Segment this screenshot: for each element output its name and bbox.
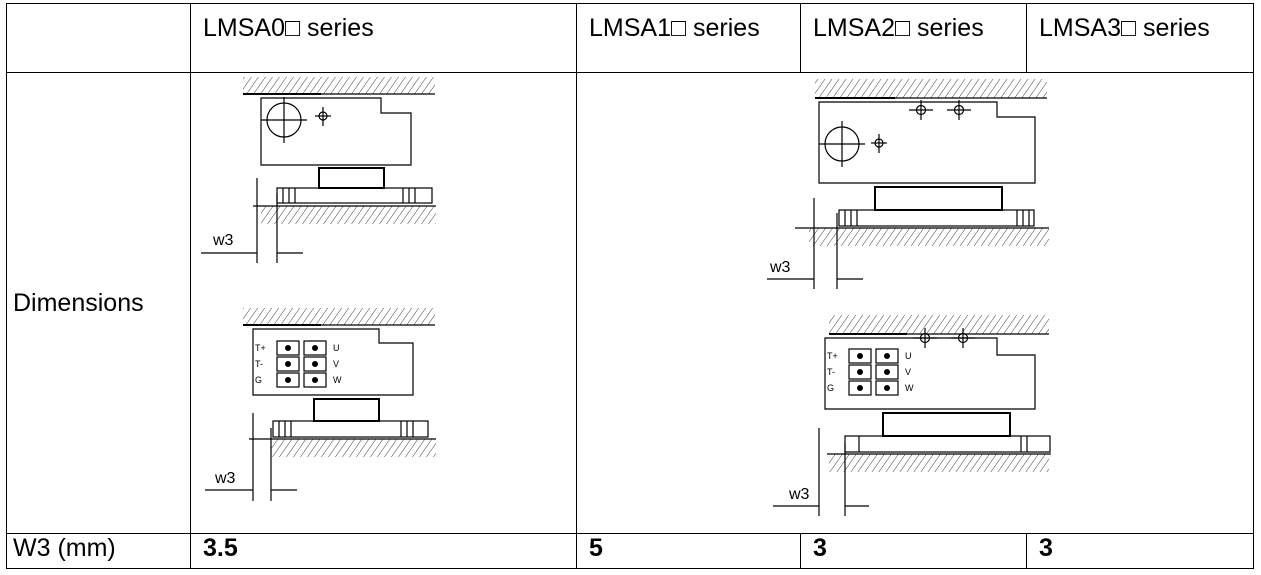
w3-value-lmsa0: 3.5 xyxy=(190,533,577,569)
w3-value-lmsa2: 3 xyxy=(800,533,1027,569)
header-lmsa2: LMSA2□ series xyxy=(800,3,1027,73)
header-lmsa0: LMSA0□ series xyxy=(190,3,577,73)
header-row: LMSA0□ series LMSA1□ series LMSA2□ serie… xyxy=(6,3,1254,73)
terminal-v: V xyxy=(333,359,339,369)
terminal-w: W xyxy=(333,375,342,385)
lmsa123-drawing-cell: w3 xyxy=(576,72,1254,534)
dimensions-label: Dimensions xyxy=(6,72,191,534)
w3-dim-label-top: w3 xyxy=(212,232,234,249)
lmsa123-dimension-drawing: w3 xyxy=(767,79,1051,516)
terminal-t-minus: T- xyxy=(255,359,263,369)
w3-row: W3 (mm) 3.5 5 3 3 xyxy=(6,533,1254,569)
terminal-u: U xyxy=(333,343,340,353)
w3-dim-label-bottom: w3 xyxy=(214,470,236,487)
terminal-u-right: U xyxy=(905,351,912,361)
terminal-t-plus-right: T+ xyxy=(827,351,838,361)
w3-dim-label-top-right: w3 xyxy=(769,259,791,276)
terminal-t-minus-right: T- xyxy=(827,367,835,377)
header-lmsa1: LMSA1□ series xyxy=(576,3,801,73)
lmsa0-drawing-cell: w3 T+ T- xyxy=(190,72,577,534)
header-empty xyxy=(6,3,191,73)
terminal-w-right: W xyxy=(905,383,914,393)
w3-dim-label-bottom-right: w3 xyxy=(788,486,810,503)
lmsa0-dimension-drawing: w3 T+ T- xyxy=(201,77,436,501)
w3-value-lmsa1: 5 xyxy=(576,533,801,569)
w3-value-lmsa3: 3 xyxy=(1026,533,1254,569)
dimensions-row: Dimensions xyxy=(6,72,1254,534)
spec-table: LMSA0□ series LMSA1□ series LMSA2□ serie… xyxy=(6,3,1254,569)
header-lmsa3: LMSA3□ series xyxy=(1026,3,1254,73)
terminal-g: G xyxy=(255,375,262,385)
w3-row-label: W3 (mm) xyxy=(6,533,191,569)
terminal-g-right: G xyxy=(827,383,834,393)
terminal-v-right: V xyxy=(905,367,911,377)
terminal-t-plus: T+ xyxy=(255,343,266,353)
